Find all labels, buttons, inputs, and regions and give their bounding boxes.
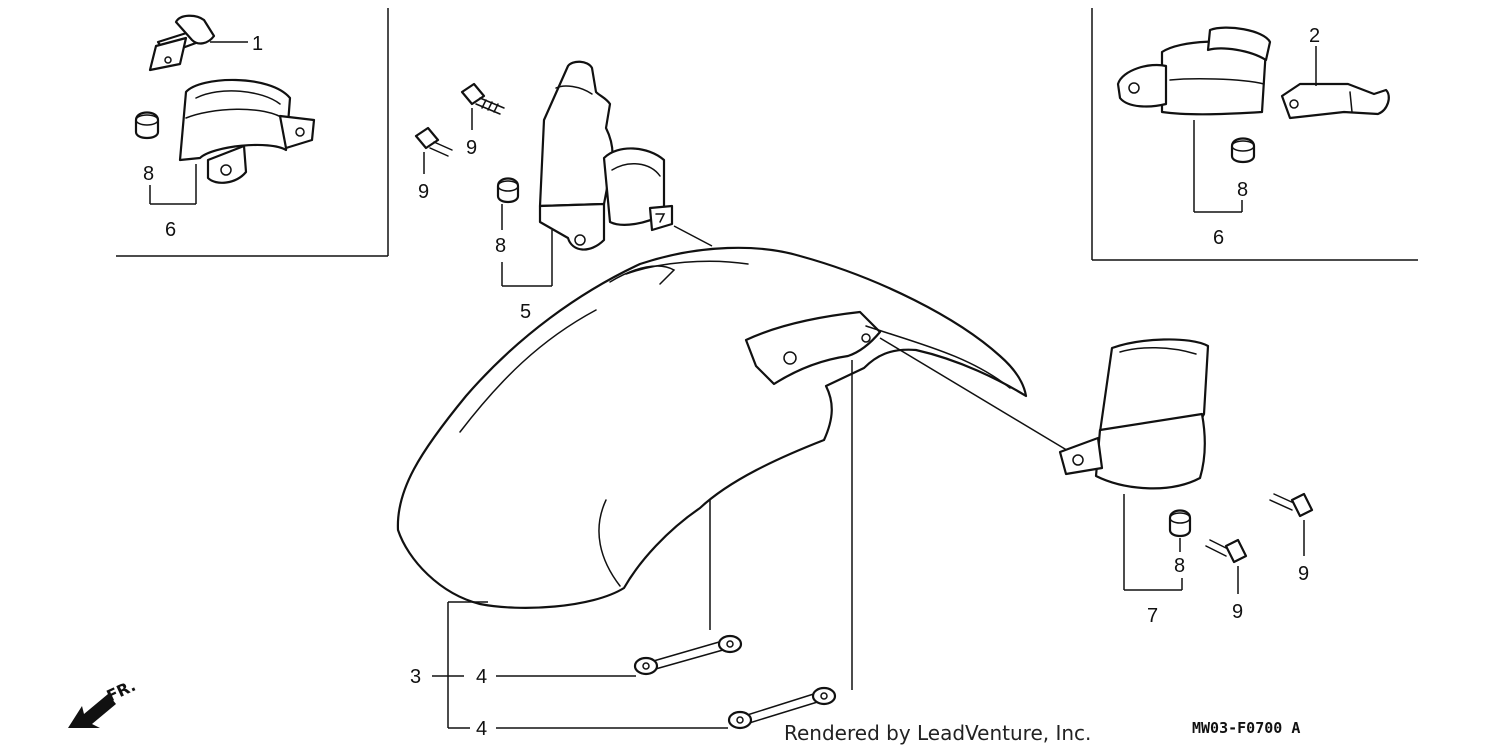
callout-6-left: 6	[165, 219, 176, 241]
credit-text: Rendered by LeadVenture, Inc.	[784, 721, 1091, 745]
front-direction-arrow-icon	[68, 694, 116, 728]
collar-8-right-lower[interactable]	[1168, 509, 1192, 538]
part-1-clip[interactable]	[148, 14, 216, 72]
callout-8-center: 8	[495, 235, 506, 257]
callout-9-mid: 9	[418, 181, 429, 203]
fork-cover-5[interactable]	[538, 60, 674, 251]
bolt-9-mid[interactable]	[414, 126, 453, 157]
fender-stay-4-lower[interactable]	[727, 686, 837, 730]
front-direction-label: FR.	[104, 676, 139, 706]
collar-8-left-inset[interactable]	[134, 111, 160, 140]
leader-5-to-fender	[673, 225, 713, 247]
callout-3: 3	[410, 666, 421, 688]
diagram-code: MW03-F0700 A	[1192, 719, 1300, 737]
leader-6-left	[149, 164, 197, 205]
callout-9-upper: 9	[466, 137, 477, 159]
callout-8-right-inset: 8	[1237, 179, 1248, 201]
callout-1: 1	[252, 33, 263, 55]
callout-7: 7	[1147, 605, 1158, 627]
leader-5	[501, 230, 553, 287]
left-inset-frame	[116, 8, 389, 257]
leader-7	[1123, 494, 1183, 591]
fork-cover-7[interactable]	[1058, 338, 1210, 490]
callout-6-right: 6	[1213, 227, 1224, 249]
bolt-9-right-high[interactable]	[1269, 492, 1314, 518]
part-2-clip[interactable]	[1280, 82, 1390, 120]
callout-2: 2	[1309, 25, 1320, 47]
callout-5: 5	[520, 301, 531, 323]
bolt-9-upper[interactable]	[460, 82, 505, 115]
callout-4-lower: 4	[476, 718, 487, 740]
collar-8-center[interactable]	[496, 177, 520, 204]
leader-6-right	[1193, 120, 1243, 213]
leader-lines-3-4	[432, 360, 853, 729]
bolt-9-right-low[interactable]	[1205, 538, 1248, 564]
callout-9-right-low: 9	[1232, 601, 1243, 623]
left-clamp-6[interactable]	[178, 78, 316, 184]
callout-8-left-inset: 8	[143, 163, 154, 185]
callout-9-right-high: 9	[1298, 563, 1309, 585]
fender-stay-4-upper[interactable]	[633, 634, 743, 676]
front-fender-3[interactable]	[396, 246, 1028, 609]
collar-8-right-inset[interactable]	[1230, 137, 1256, 164]
callout-8-right-lower: 8	[1174, 555, 1185, 577]
leader-fender-to-right-cover	[879, 337, 1071, 453]
right-clamp-6[interactable]	[1116, 26, 1272, 116]
callout-4-upper: 4	[476, 666, 487, 688]
right-inset-frame	[1091, 8, 1418, 261]
